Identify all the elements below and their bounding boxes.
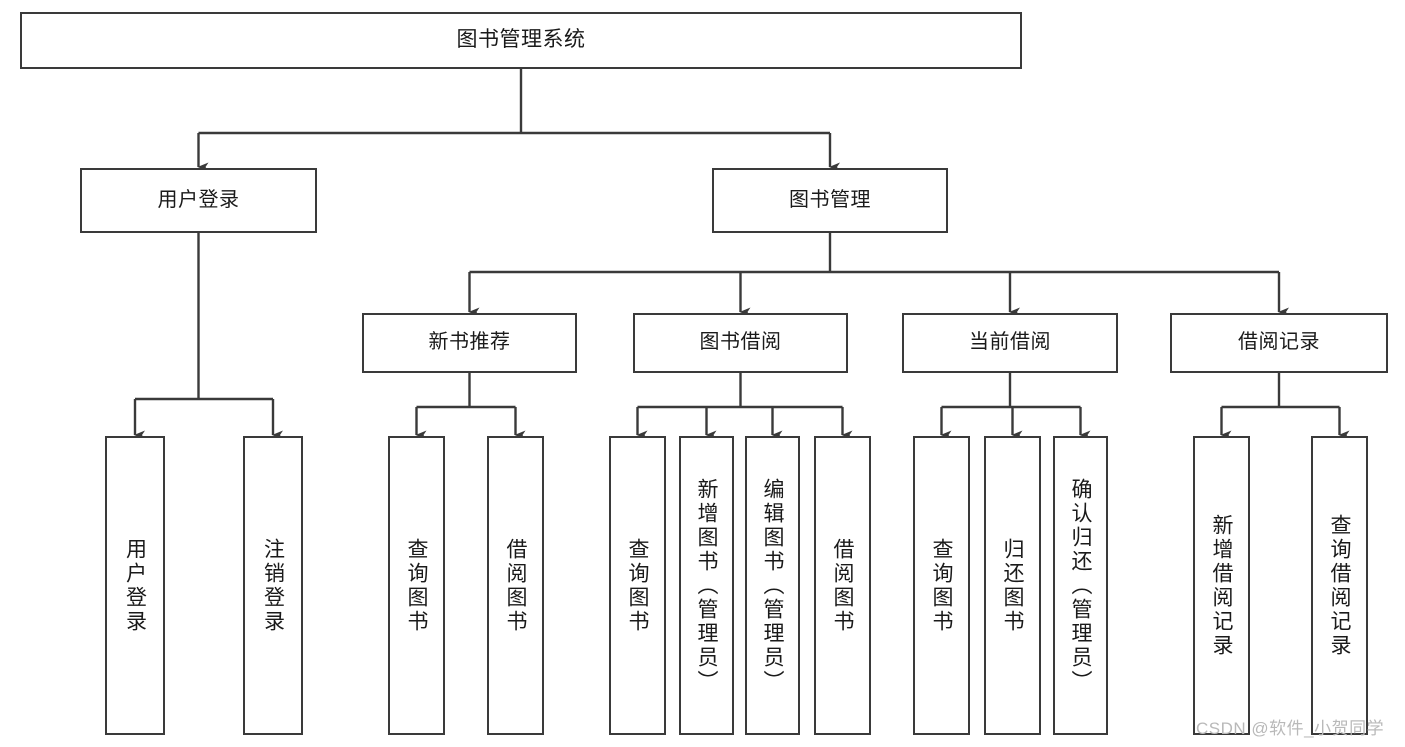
node-new-book-recommend[interactable]: 新书推荐 bbox=[362, 313, 577, 373]
leaf-add-book-admin[interactable]: 新增图书（管理员） bbox=[679, 436, 734, 735]
node-book-borrow-label: 图书借阅 bbox=[699, 331, 782, 354]
leaf-query-book-recommend[interactable]: 查询图书 bbox=[388, 436, 445, 735]
leaf-query-borrow-record[interactable]: 查询借阅记录 bbox=[1311, 436, 1368, 735]
node-book-management[interactable]: 图书管理 bbox=[712, 168, 948, 233]
leaf-return-book[interactable]: 归还图书 bbox=[984, 436, 1041, 735]
csdn-watermark: CSDN @软件_小贺同学 bbox=[1196, 719, 1385, 738]
leaf-query-book-borrow-label: 查询图书 bbox=[626, 537, 649, 634]
leaf-edit-book-admin-label: 编辑图书（管理员） bbox=[761, 477, 784, 694]
node-new-book-recommend-label: 新书推荐 bbox=[428, 331, 511, 354]
node-user-login-label: 用户登录 bbox=[157, 188, 240, 211]
leaf-add-book-admin-label: 新增图书（管理员） bbox=[695, 477, 718, 694]
leaf-borrow-book-recommend[interactable]: 借阅图书 bbox=[487, 436, 544, 735]
leaf-borrow-book[interactable]: 借阅图书 bbox=[814, 436, 871, 735]
node-user-login[interactable]: 用户登录 bbox=[80, 168, 317, 233]
leaf-query-book-current[interactable]: 查询图书 bbox=[913, 436, 970, 735]
leaf-return-book-label: 归还图书 bbox=[1001, 537, 1024, 634]
leaf-borrow-book-label: 借阅图书 bbox=[831, 537, 854, 634]
leaf-confirm-return-admin[interactable]: 确认归还（管理员） bbox=[1053, 436, 1108, 735]
node-root[interactable]: 图书管理系统 bbox=[20, 12, 1022, 69]
leaf-query-book-borrow[interactable]: 查询图书 bbox=[609, 436, 666, 735]
leaf-logout-login-label: 注销登录 bbox=[261, 537, 285, 634]
leaf-edit-book-admin[interactable]: 编辑图书（管理员） bbox=[745, 436, 800, 735]
node-root-label: 图书管理系统 bbox=[456, 28, 586, 52]
leaf-query-book-current-label: 查询图书 bbox=[930, 537, 953, 634]
node-book-borrow[interactable]: 图书借阅 bbox=[633, 313, 848, 373]
node-borrow-record[interactable]: 借阅记录 bbox=[1170, 313, 1388, 373]
node-book-management-label: 图书管理 bbox=[789, 188, 871, 211]
node-current-borrow[interactable]: 当前借阅 bbox=[902, 313, 1118, 373]
leaf-user-login[interactable]: 用户登录 bbox=[105, 436, 165, 735]
leaf-user-login-label: 用户登录 bbox=[123, 537, 147, 634]
node-current-borrow-label: 当前借阅 bbox=[969, 331, 1051, 354]
leaf-query-borrow-record-label: 查询借阅记录 bbox=[1328, 513, 1351, 658]
leaf-logout-login[interactable]: 注销登录 bbox=[243, 436, 303, 735]
leaf-add-borrow-record[interactable]: 新增借阅记录 bbox=[1193, 436, 1250, 735]
leaf-confirm-return-admin-label: 确认归还（管理员） bbox=[1069, 477, 1092, 694]
leaf-borrow-book-recommend-label: 借阅图书 bbox=[504, 537, 527, 634]
node-borrow-record-label: 借阅记录 bbox=[1238, 331, 1320, 354]
leaf-query-book-recommend-label: 查询图书 bbox=[405, 537, 428, 634]
leaf-add-borrow-record-label: 新增借阅记录 bbox=[1210, 513, 1233, 658]
